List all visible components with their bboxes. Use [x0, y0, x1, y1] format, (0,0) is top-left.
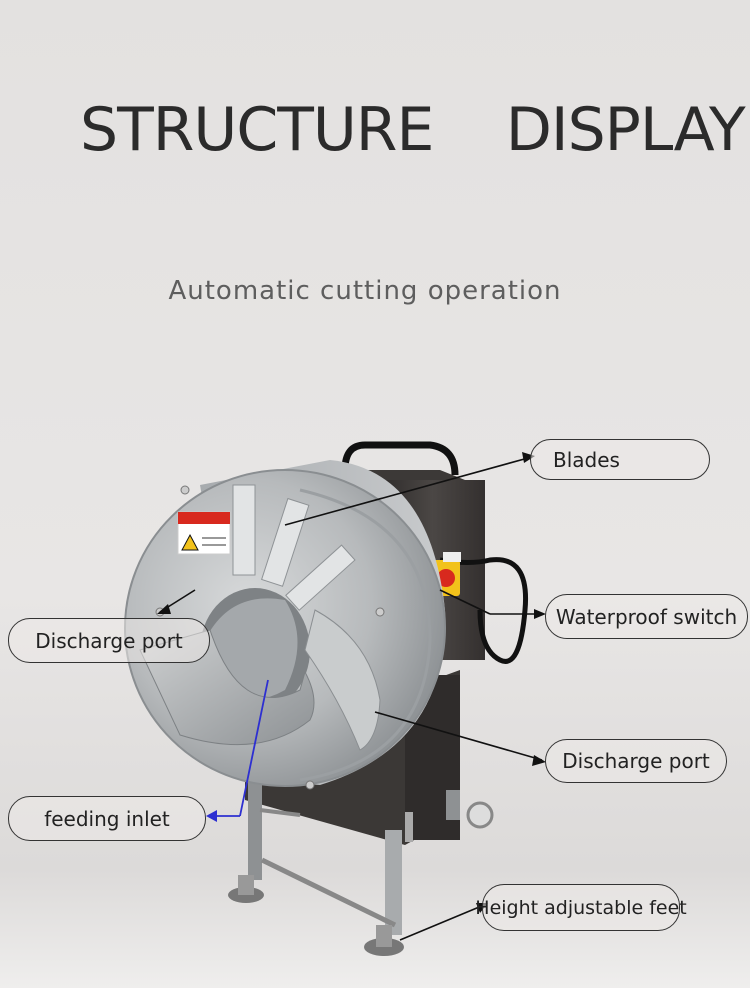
callout-blades: Blades [530, 439, 710, 480]
page-subtitle: Automatic cutting operation [168, 276, 562, 306]
callout-blades-label: Blades [553, 447, 620, 472]
callout-feeding-inlet: feeding inlet [8, 796, 206, 841]
callout-discharge-port-left-label: Discharge port [35, 628, 183, 653]
callout-discharge-port-left: Discharge port [8, 618, 210, 663]
page-title: STRUCTURE DISPLAY [80, 95, 746, 165]
callout-feeding-inlet-label: feeding inlet [44, 806, 170, 831]
callout-discharge-port-right-label: Discharge port [562, 749, 710, 773]
callout-waterproof-switch: Waterproof switch [545, 594, 748, 639]
callout-discharge-port-right: Discharge port [545, 739, 727, 783]
callout-height-adjustable-feet-label: Height adjustable feet [475, 896, 687, 919]
callout-waterproof-switch-label: Waterproof switch [555, 604, 738, 629]
callout-height-adjustable-feet: Height adjustable feet [475, 884, 687, 931]
